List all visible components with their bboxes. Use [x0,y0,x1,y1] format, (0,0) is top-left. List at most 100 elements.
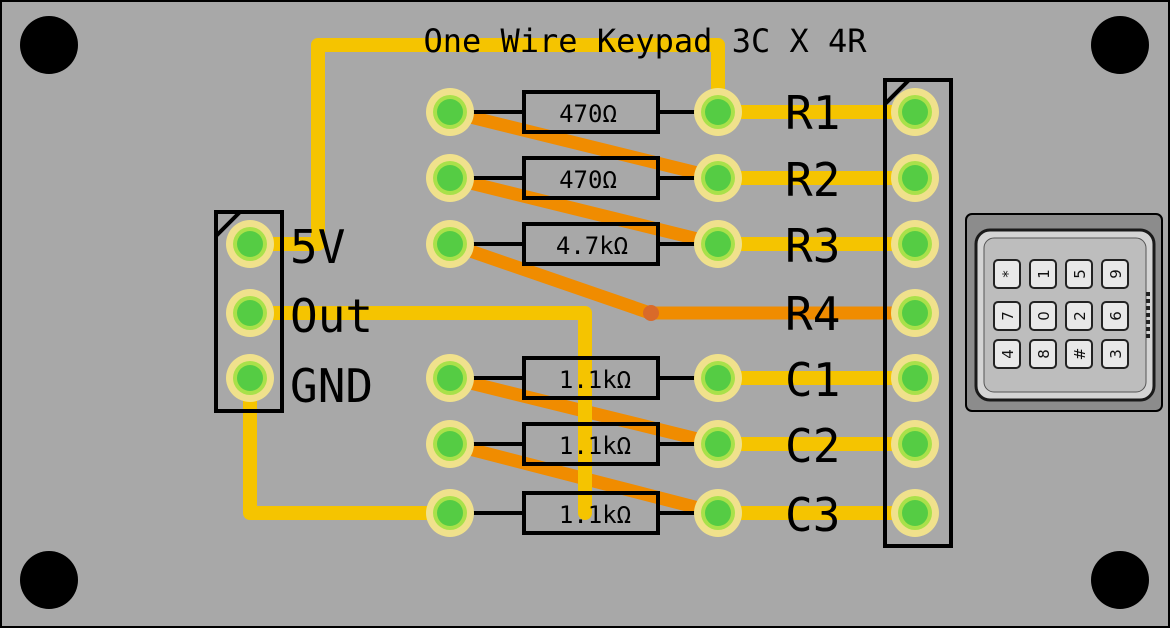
pads [226,88,939,537]
header-label-c3: C3 [785,488,840,542]
keypad-key [993,339,1021,369]
top-traces [243,38,922,520]
keypad-key [1101,339,1129,369]
header-pad [902,99,928,125]
mounting-hole-bottom-right [1091,551,1149,609]
resistor: 470Ω [470,156,698,200]
resistor-group: 470Ω 470Ω 4.7kΩ 1.1kΩ 1.1kΩ [470,90,698,535]
header-pad [902,300,928,326]
keypad-connector-dot [1146,292,1150,296]
resistor-pad [705,99,731,125]
header-label-r4: R4 [785,287,840,341]
board-title: One Wire Keypad 3C X 4R [423,22,867,60]
resistor-pad [437,165,463,191]
keypad-key [1065,339,1093,369]
resistor-body [522,222,660,266]
keypad-connector-dot [1146,313,1150,317]
keypad-connector-dot [1146,306,1150,310]
resistor-body [522,156,660,200]
keypad-key [1101,259,1129,289]
resistor-pad [437,99,463,125]
connector-3pin [214,210,284,413]
header-pad [902,231,928,257]
keypad-key-label: 7 [999,311,1017,321]
connector-pad [237,300,263,326]
resistor-value: 4.7kΩ [556,232,628,260]
resistor-pad [437,500,463,526]
connector-pad [237,231,263,257]
header-pad [902,165,928,191]
keypad-key [1029,339,1057,369]
resistor-pad [437,365,463,391]
header-label-r3: R3 [785,219,840,273]
keypad-key-label: 2 [1071,311,1089,321]
header-label-c2: C2 [785,419,840,473]
header-7pin [883,78,953,548]
resistor-body [522,491,660,535]
resistor-value: 470Ω [559,100,617,128]
resistor: 1.1kΩ [470,491,698,535]
header-pad [902,500,928,526]
connector-pin1-mark [214,210,242,238]
keypad-key [1065,259,1093,289]
keypad-connector-dots [1146,292,1150,338]
resistor-pad [437,231,463,257]
keypad-key [1029,301,1057,331]
label-gnd: GND [290,359,373,413]
keypad-key-label: # [1071,348,1089,361]
keypad-key-label: 3 [1107,349,1125,359]
header-pad [902,365,928,391]
keypad-connector-dot [1146,299,1150,303]
resistor-value: 1.1kΩ [559,432,631,460]
header-label-r1: R1 [785,86,840,140]
resistor-pad [705,365,731,391]
keypad-key-label: 0 [1035,311,1053,321]
connector-outline [214,210,284,413]
keypad-connector-dot [1146,327,1150,331]
keypad-key [993,259,1021,289]
header-labels: R1 R2 R3 R4 C1 C2 C3 [785,86,840,542]
resistor: 4.7kΩ [470,222,698,266]
mounting-hole-top-right [1091,16,1149,74]
trace-gnd [243,371,457,520]
trace-bottom-1 [443,105,725,185]
resistor-pad [437,431,463,457]
resistor-body [522,422,660,466]
resistor-pad [705,431,731,457]
keypad-key-label: 1 [1035,269,1053,279]
keypad-key [993,301,1021,331]
mounting-holes [20,16,1149,609]
keypad-connector-dot [1146,334,1150,338]
resistor-pad [705,500,731,526]
keypad-key-label: 5 [1071,269,1089,279]
label-out: Out [290,289,373,343]
keypad-key-label: 8 [1035,349,1053,359]
header-pad [902,431,928,457]
connector-pad [237,365,263,391]
keypad-key-label: * [999,270,1017,278]
via [643,305,659,321]
keypad-key [1029,259,1057,289]
header-label-r2: R2 [785,153,840,207]
keypad-key-label: 6 [1107,311,1125,321]
resistor: 1.1kΩ [470,356,698,400]
resistor-value: 470Ω [559,166,617,194]
keypad-key [1065,301,1093,331]
resistor-body [522,90,660,134]
keypad-key-label: 4 [999,349,1017,359]
resistor-value: 1.1kΩ [559,366,631,394]
resistor-value: 1.1kΩ [559,501,631,529]
resistor: 470Ω [470,90,698,134]
mounting-hole-top-left [20,16,78,74]
resistor-body [522,356,660,400]
keypad-connector-dot [1146,320,1150,324]
trace-out [243,306,592,520]
header-outline [883,78,953,548]
keypad-key [1101,301,1129,331]
trace-5v [243,38,725,251]
label-5v: 5V [290,220,345,274]
mounting-hole-bottom-left [20,551,78,609]
header-label-c1: C1 [785,353,840,407]
